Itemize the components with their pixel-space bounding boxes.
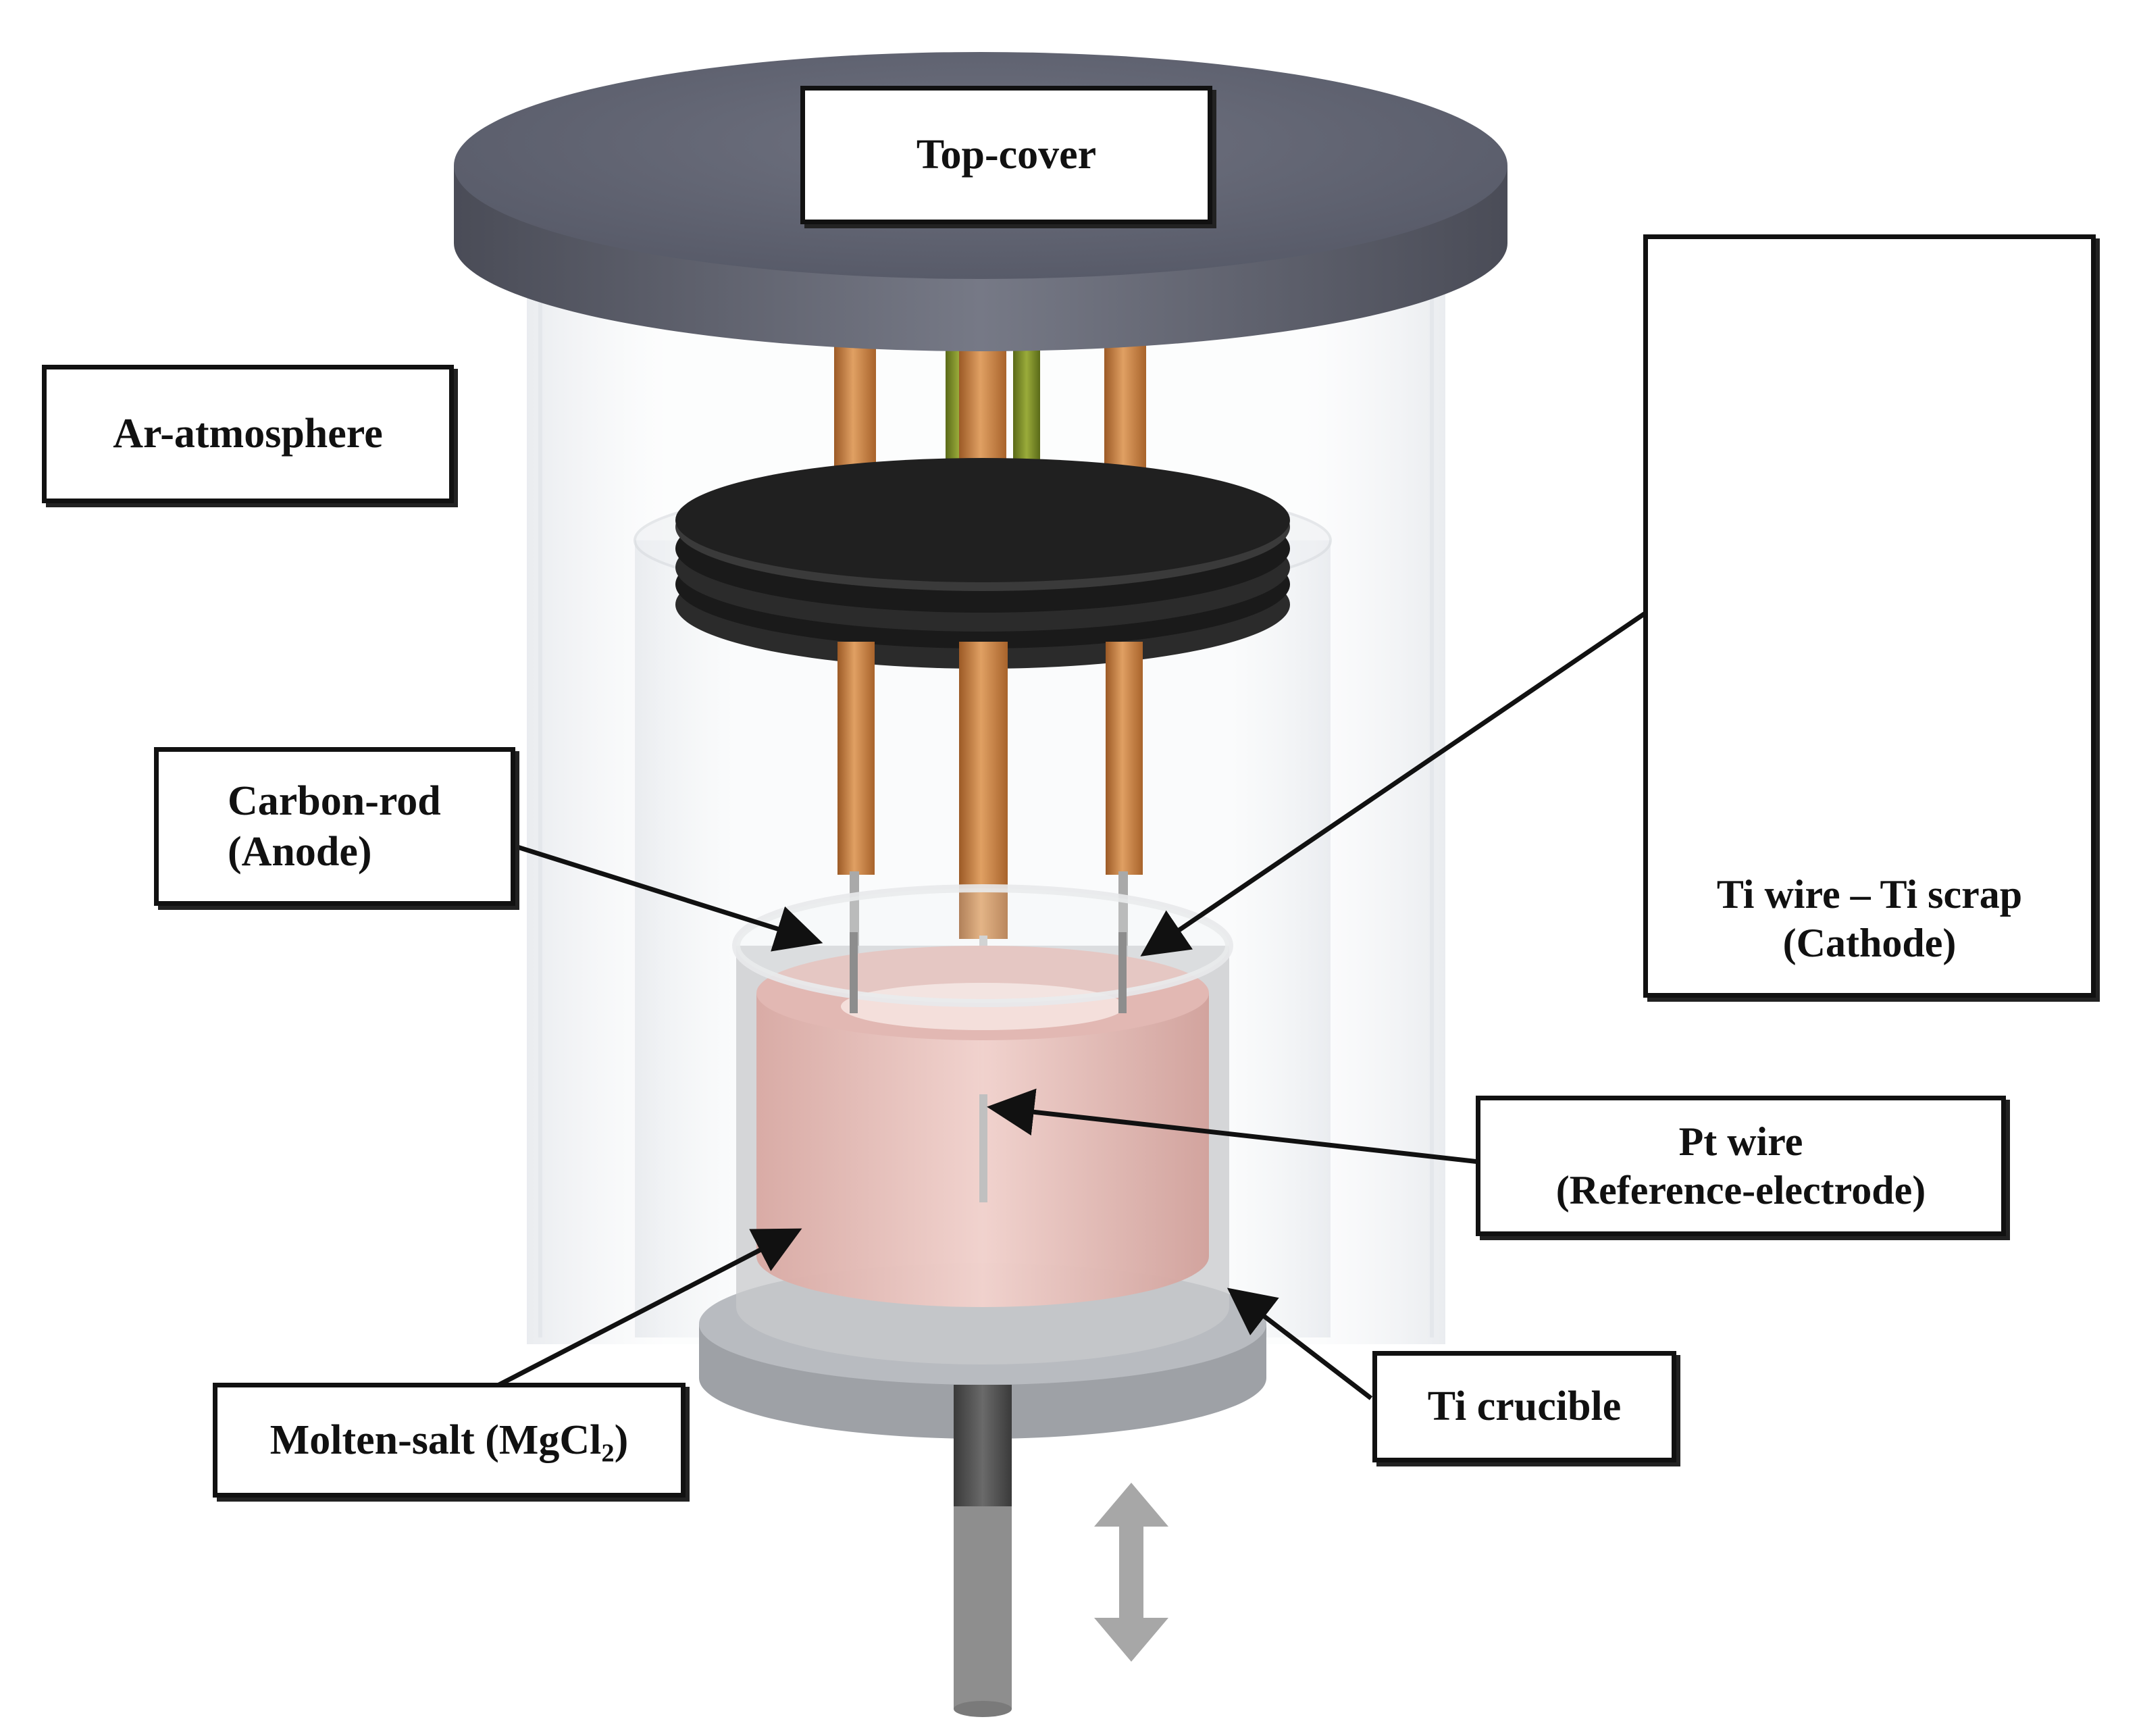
cathode-text-line2: (Cathode): [1782, 921, 1957, 965]
molten-salt-text: Molten-salt (MgCl2): [269, 1415, 629, 1468]
top-cover-disc: [454, 52, 1507, 351]
vertical-double-arrow-icon: [1094, 1483, 1168, 1662]
ti-crucible-text: Ti crucible: [1427, 1383, 1622, 1430]
pt-wire-text-line2: (Reference-electrode): [1555, 1168, 1926, 1212]
molten-salt-text-prefix: Molten-salt (MgCl: [269, 1416, 602, 1463]
leader-arrows: [471, 609, 1649, 1401]
molten-salt-text-suffix: ): [614, 1416, 629, 1463]
electrode-wires-front: [850, 932, 1127, 1202]
carbon-rod-text-line2: (Anode): [228, 828, 372, 875]
crucible-shaft: [954, 1385, 1012, 1717]
carbon-rod-arrow: [512, 843, 823, 952]
molten-salt-arrow: [471, 1228, 802, 1401]
pt-wire-label: Pt wire (Reference-electrode): [1476, 1096, 2006, 1236]
top-cover-text: Top-cover: [916, 132, 1097, 178]
cathode-text-line1: Ti wire – Ti scrap: [1716, 872, 2023, 917]
pt-wire-text-line1: Pt wire: [1678, 1119, 1803, 1164]
molten-salt-label: Molten-salt (MgCl2): [213, 1383, 686, 1498]
ti-crucible-arrow: [1227, 1287, 1373, 1400]
ar-atmosphere-text: Ar-atmosphere: [113, 411, 383, 457]
carbon-rod-label: Carbon-rod (Anode): [154, 747, 515, 906]
pt-wire-arrow: [987, 1088, 1480, 1165]
ti-crucible-label: Ti crucible: [1372, 1351, 1676, 1462]
top-cover-label: Top-cover: [800, 86, 1212, 224]
cathode-label: Ti wire – Ti scrap (Cathode): [1643, 234, 2096, 998]
carbon-rod-text-line1: Carbon-rod: [228, 778, 441, 825]
ar-atmosphere-label: Ar-atmosphere: [42, 365, 454, 503]
molten-salt-subscript: 2: [601, 1439, 615, 1468]
cathode-arrow: [1140, 609, 1649, 956]
electrode-holder: [675, 458, 1290, 669]
